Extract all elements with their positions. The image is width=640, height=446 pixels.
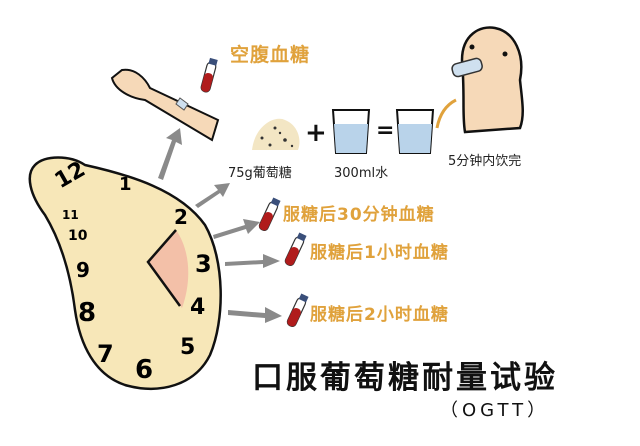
arrow-to-1h-icon: [225, 254, 280, 268]
plus-sign: +: [305, 118, 327, 148]
water-glass-icon: [395, 109, 435, 154]
clock-number-3: 3: [195, 250, 212, 278]
clock-number-5: 5: [180, 335, 196, 360]
clock-number-4: 4: [190, 295, 206, 320]
arm-icon: [110, 68, 220, 142]
arrow-to-glucose-icon: [195, 183, 230, 208]
clock-number-9: 9: [76, 258, 90, 282]
clock-number-7: 7: [97, 340, 114, 368]
arrow-to-30min-icon: [213, 219, 260, 239]
step-label-fasting: 空腹血糖: [230, 44, 311, 66]
clock-number-8: 8: [78, 298, 97, 328]
clock-number-11: 11: [62, 208, 79, 222]
water-label: 300ml水: [334, 166, 389, 181]
glucose-pile-icon: [252, 118, 300, 150]
arrow-to-2h-icon: [228, 307, 282, 323]
arrows: [158, 128, 282, 323]
clock-number-10: 10: [68, 228, 88, 244]
water-glass-icon: [331, 109, 371, 154]
equals-sign: =: [376, 118, 395, 143]
blood-tube-icon: [284, 232, 307, 266]
clock-number-2: 2: [174, 205, 188, 229]
blood-tube-icon: [200, 57, 218, 93]
clock-number-1: 1: [119, 174, 132, 195]
step-label-2h: 服糖后2小时血糖: [310, 305, 449, 325]
drink-time-label: 5分钟内饮完: [448, 154, 522, 169]
blood-tube-icon: [258, 197, 281, 231]
step-label-30min: 服糖后30分钟血糖: [283, 205, 435, 225]
clock-number-6: 6: [135, 355, 154, 385]
cartoon-person-icon: [451, 26, 524, 134]
glucose-label: 75g葡萄糖: [228, 166, 292, 181]
arrow-to-fasting-icon: [158, 128, 182, 180]
melting-clock-icon: [28, 156, 222, 390]
orange-arrow-icon: [435, 98, 457, 129]
page-subtitle: （OGTT）: [440, 400, 550, 421]
step-label-1h: 服糖后1小时血糖: [310, 243, 449, 263]
blood-tube-icon: [286, 293, 309, 327]
page-title: 口服葡萄糖耐量试验: [252, 360, 558, 396]
